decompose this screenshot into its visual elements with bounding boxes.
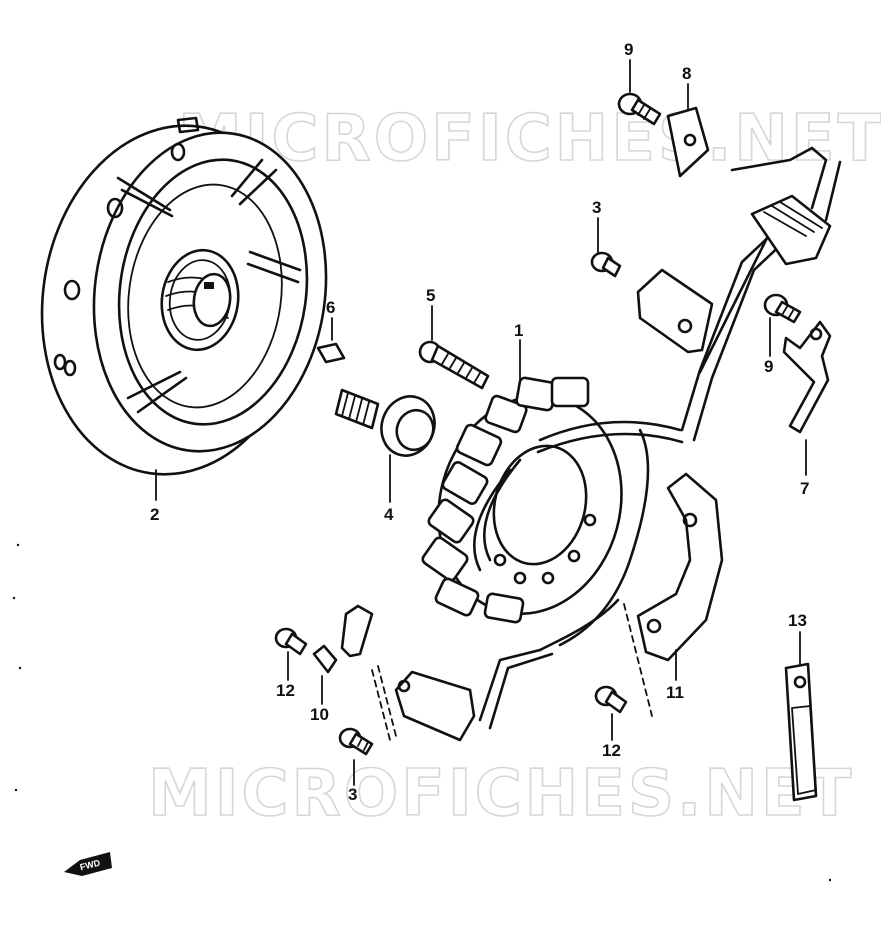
clamp-10 <box>312 604 374 674</box>
wire-clamp-upper <box>636 268 714 354</box>
screw-12b <box>594 685 628 714</box>
front-marker-label: FWD <box>79 858 102 873</box>
clamp-8 <box>666 106 710 178</box>
label-part-12a: 12 <box>276 681 295 700</box>
wire-clamp-lower <box>394 670 476 742</box>
stator-assembly <box>421 376 684 624</box>
watermark-bottom: MICROFICHES.NET <box>148 757 854 831</box>
label-part-10: 10 <box>310 705 329 724</box>
stator-screw <box>418 340 490 390</box>
label-part-7: 7 <box>800 479 809 498</box>
label-part-5: 5 <box>426 286 435 305</box>
label-part-4: 4 <box>384 505 394 524</box>
screw-9b <box>763 293 802 324</box>
rotor-bolt <box>334 388 436 457</box>
label-part-12b: 12 <box>602 741 621 760</box>
screw-9a <box>617 92 662 126</box>
strap-13 <box>784 662 818 802</box>
flywheel-rotor <box>40 116 328 476</box>
woodruff-key <box>316 342 346 364</box>
label-part-11: 11 <box>666 683 684 702</box>
screw-12a <box>274 627 308 656</box>
label-part-2: 2 <box>150 505 159 524</box>
leader-lines <box>155 59 807 786</box>
label-part-8: 8 <box>682 64 691 83</box>
screw-3b <box>338 727 374 756</box>
label-part-9a: 9 <box>624 40 633 59</box>
label-part-9b: 9 <box>764 357 773 376</box>
wire-harness <box>478 146 842 730</box>
part-labels: 1 2 3 3 4 5 6 7 8 9 9 10 11 12 12 13 <box>150 40 809 804</box>
cover-plate-11 <box>636 472 724 662</box>
bracket-7 <box>782 320 832 434</box>
screw-3a <box>590 251 622 278</box>
label-part-3a: 3 <box>592 198 601 217</box>
label-part-13: 13 <box>788 611 807 630</box>
label-part-3b: 3 <box>348 785 357 804</box>
label-part-1: 1 <box>514 321 523 340</box>
label-part-6: 6 <box>326 298 335 317</box>
front-arrow-icon: FWD <box>64 852 112 876</box>
